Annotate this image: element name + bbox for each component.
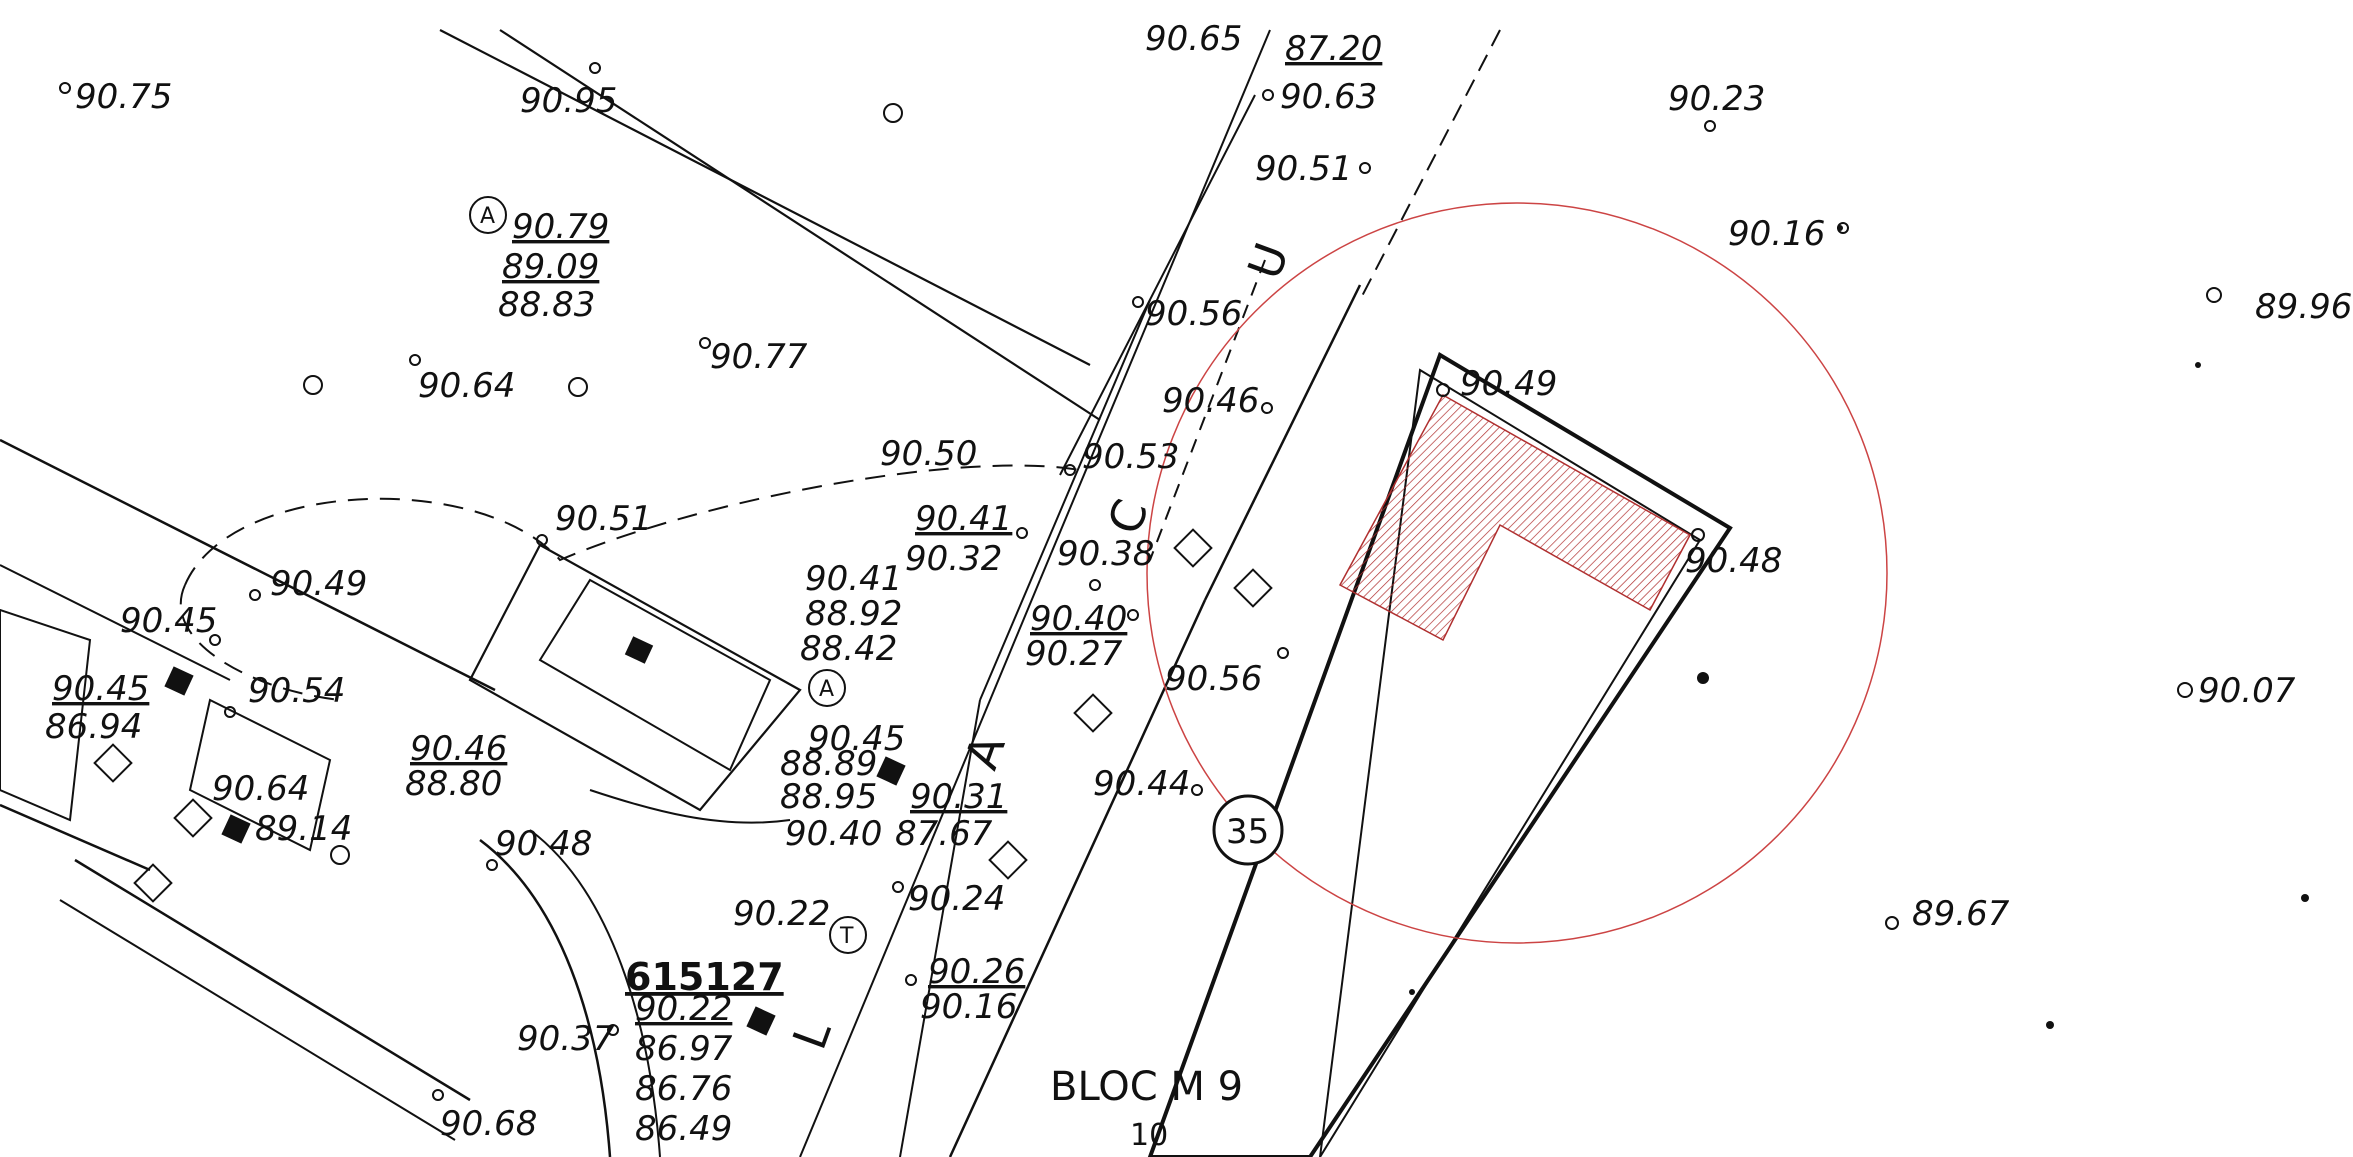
selection-circle[interactable] xyxy=(1146,202,1888,944)
elevation-label: 90.56 xyxy=(1165,659,1262,699)
elevation-label: 86.97 xyxy=(635,1029,733,1069)
elevation-label: 90.65 xyxy=(1145,19,1242,59)
elevation-label: 90.51 xyxy=(555,499,652,539)
elevation-label: 90.51 xyxy=(1255,149,1352,189)
elevation-label: 90.56 xyxy=(1145,294,1242,334)
elevation-label: 86.76 xyxy=(635,1069,732,1109)
elevation-label: 88.89 xyxy=(780,744,877,784)
elevation-label: 90.49 xyxy=(1460,364,1557,404)
elevation-label: 90.24 xyxy=(908,879,1005,919)
elevation-label: 90.38 xyxy=(1057,534,1154,574)
elevation-label: 90.54 xyxy=(248,671,345,711)
elevation-label: 90.16 xyxy=(1728,214,1825,254)
elevation-label: 90.46 xyxy=(410,729,507,769)
elevation-labels: 90.75 90.95 90.65 87.20 90.63 90.23 90.5… xyxy=(45,19,2352,1149)
elevation-label: 89.96 xyxy=(2255,287,2352,327)
elevation-label: 90.44 xyxy=(1093,764,1190,804)
building-label: BLOC M 9 xyxy=(1050,1064,1243,1110)
elevation-label: 90.63 xyxy=(1280,77,1377,117)
building-outline xyxy=(1147,352,1733,1157)
elevation-label: 88.42 xyxy=(800,629,897,669)
parcel-number: 35 xyxy=(1226,812,1269,852)
curve-lines xyxy=(179,464,1081,1157)
symbol-a-2: A xyxy=(819,677,834,702)
elevation-label: 88.80 xyxy=(405,764,502,804)
elevation-label: 90.41 xyxy=(915,499,1012,539)
street-letter-a: A xyxy=(954,727,1016,776)
survey-points xyxy=(59,62,2222,1101)
elevation-label: 90.27 xyxy=(1025,634,1123,674)
elevation-label: 90.53 xyxy=(1082,437,1179,477)
elevation-label: 88.83 xyxy=(498,285,595,325)
benchmark-label: 615127 xyxy=(625,955,784,999)
symbol-t: T xyxy=(839,924,854,949)
elevation-label: 90.79 xyxy=(512,207,609,247)
elevation-label: 89.09 xyxy=(502,247,599,287)
elevation-label: 90.40 xyxy=(785,814,882,854)
street-letter-l: L xyxy=(782,1013,842,1056)
elevation-label: 90.68 xyxy=(440,1104,537,1144)
street-letter-u: U xyxy=(1237,236,1299,286)
elevation-label: 87.20 xyxy=(1285,29,1382,69)
highlighted-parcel[interactable] xyxy=(1338,393,1692,642)
small-dots xyxy=(1409,225,2309,1029)
parcel-number-marker[interactable]: 35 xyxy=(1212,794,1284,866)
elevation-label: 90.45 xyxy=(120,601,217,641)
elevation-label: 90.23 xyxy=(1668,79,1765,119)
elevation-label: 90.64 xyxy=(418,366,515,406)
elevation-label: 90.22 xyxy=(733,894,830,934)
left-structures xyxy=(0,608,906,1036)
elevation-label: 89.67 xyxy=(1912,894,2010,934)
elevation-label: 90.16 xyxy=(920,987,1017,1027)
symbol-markers: A A T xyxy=(469,196,867,954)
elevation-label: 90.22 xyxy=(635,989,732,1029)
elevation-label: 86.49 xyxy=(635,1109,732,1149)
elevation-label: 90.77 xyxy=(710,337,808,377)
elevation-label: 90.48 xyxy=(1685,541,1782,581)
elevation-label: 90.32 xyxy=(905,539,1002,579)
symbol-a-1: A xyxy=(480,204,495,229)
elevation-label: 90.45 xyxy=(52,669,149,709)
elevation-label: 90.40 xyxy=(1030,599,1127,639)
elevation-label: 90.48 xyxy=(495,824,592,864)
elevation-label: 90.46 xyxy=(1162,381,1259,421)
elevation-label: 89.14 xyxy=(255,809,352,849)
elevation-label: 90.95 xyxy=(520,81,617,121)
elevation-label: 87.67 xyxy=(895,814,993,854)
elevation-label: 90.41 xyxy=(805,559,902,599)
elevation-label: 88.95 xyxy=(780,777,877,817)
elevation-label: 88.92 xyxy=(805,594,902,634)
kiosk-marker xyxy=(624,636,654,664)
building-sub-label: 10 xyxy=(1130,1118,1168,1153)
elevation-label: 90.64 xyxy=(212,769,309,809)
elevation-label: 90.50 xyxy=(880,434,977,474)
elevation-label: 90.31 xyxy=(910,777,1007,817)
elevation-label: 90.26 xyxy=(928,952,1025,992)
elevation-label: 90.37 xyxy=(517,1019,615,1059)
kiosk-structure xyxy=(468,543,802,812)
elevation-label: 90.75 xyxy=(75,77,172,117)
elevation-label: 86.94 xyxy=(45,707,142,747)
elevation-label: 90.49 xyxy=(270,564,367,604)
elevation-label: 90.07 xyxy=(2198,671,2296,711)
road-lines xyxy=(0,29,1501,1157)
elevation-label: 90.45 xyxy=(808,719,905,759)
diamond-markers xyxy=(93,528,1273,903)
